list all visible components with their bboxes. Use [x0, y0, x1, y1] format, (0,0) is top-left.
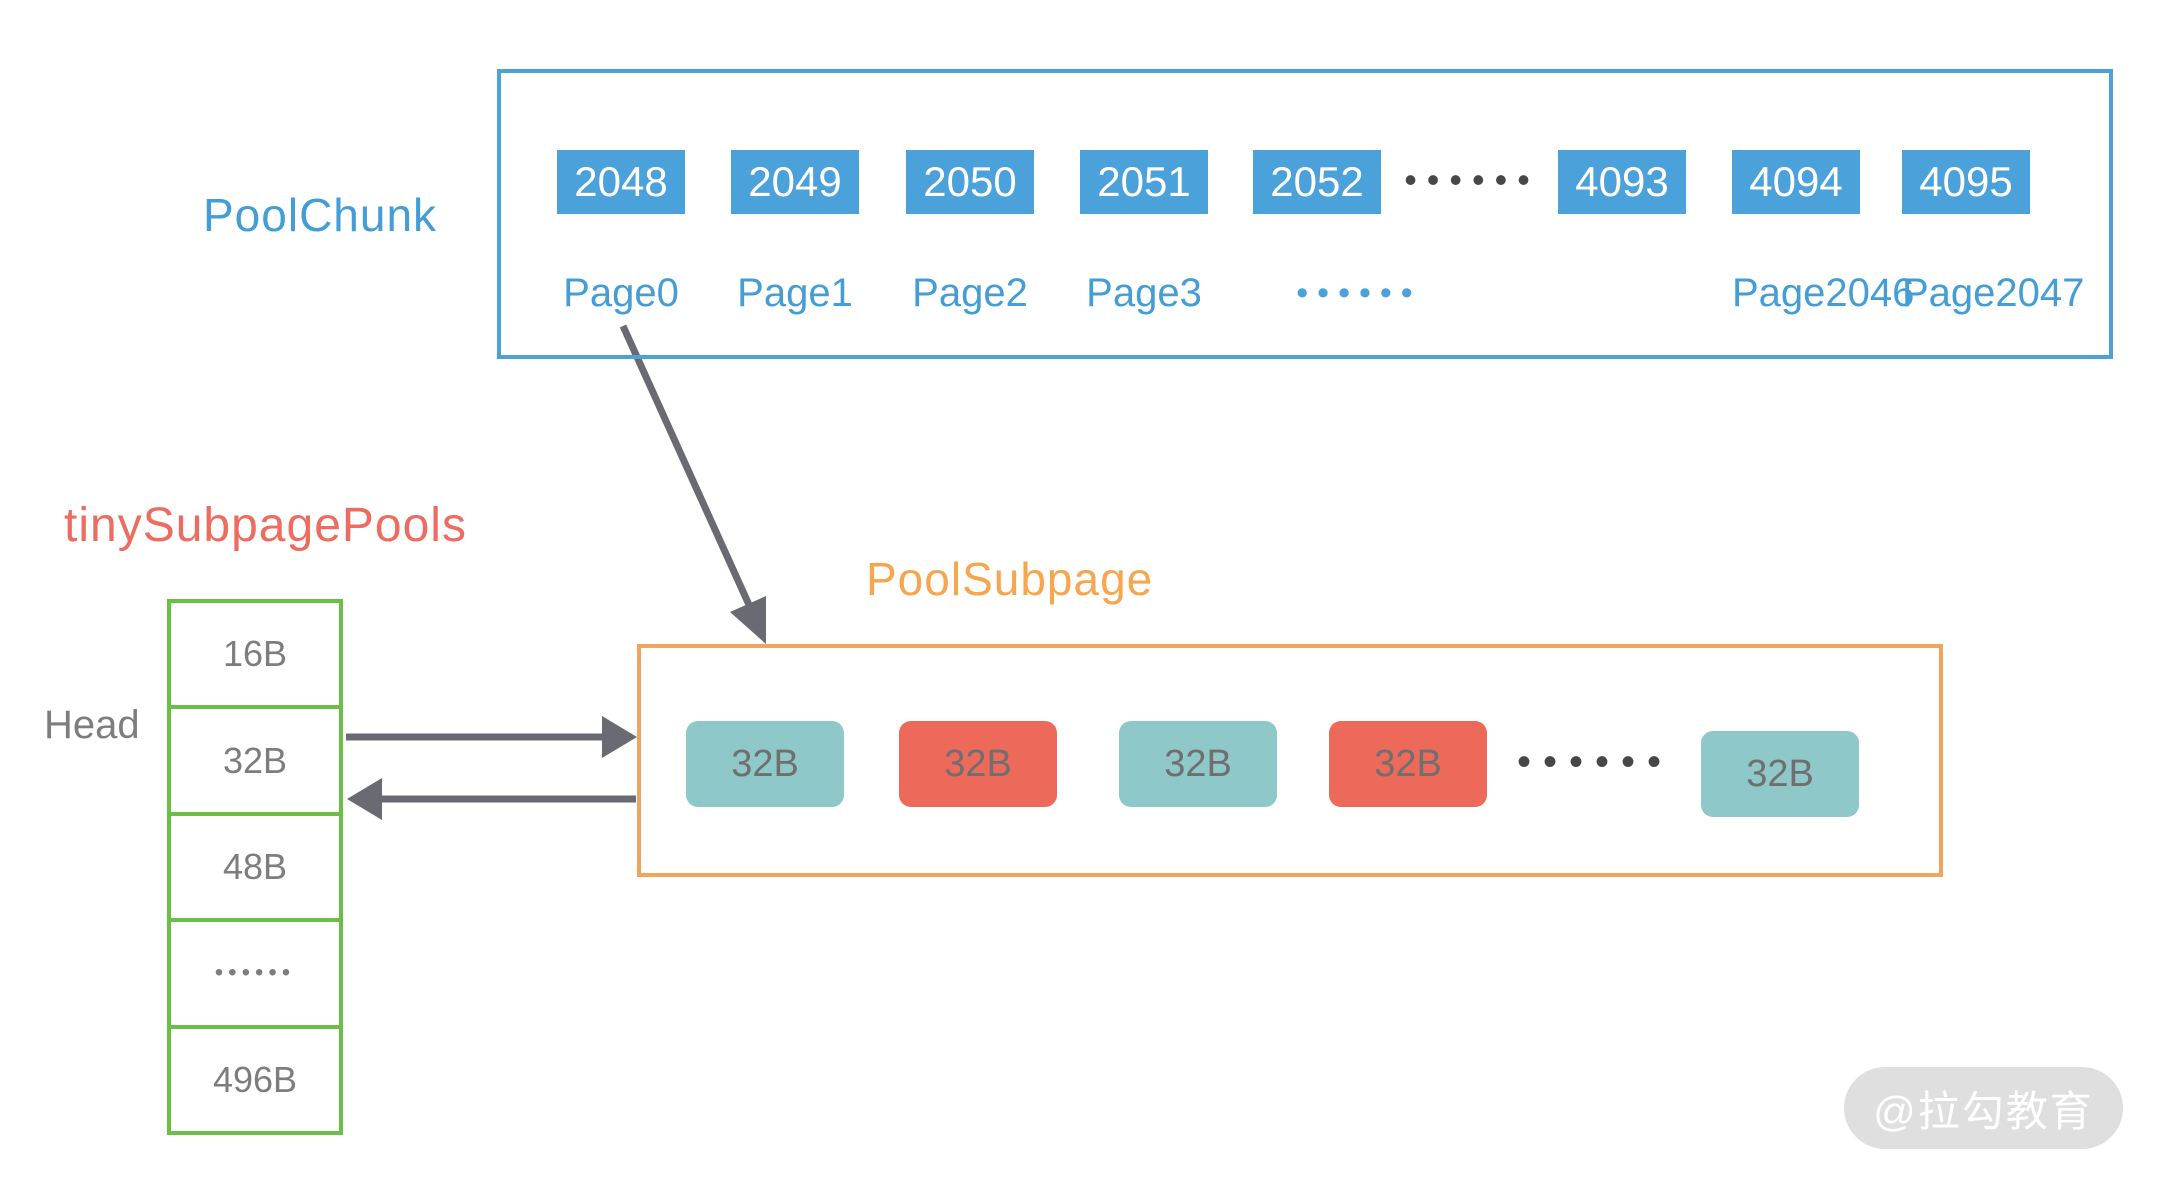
page-number-box: 2049 [731, 150, 859, 214]
arrow-subpage-to-pool [347, 778, 636, 820]
subpage-ellipsis-dots: •••••• [1516, 740, 1674, 784]
pool-row-ellipsis-dots: •••••• [171, 918, 339, 1024]
page-number-box: 2051 [1080, 150, 1208, 214]
head-label: Head [44, 703, 140, 747]
subpage-block-free: 32B [1701, 731, 1859, 817]
chunk-col-page1: 2049 Page1 [731, 150, 859, 316]
subpage-block-allocated: 32B [1329, 721, 1487, 807]
page-label: Page1 [737, 271, 853, 315]
subpage-block-free: 32B [686, 721, 844, 807]
pool-row-32b: 32B [171, 705, 339, 811]
poolchunk-outline [497, 69, 2113, 359]
page-box-ellipsis-dots: •••••• [1404, 159, 1540, 200]
page-number-box: 2050 [906, 150, 1034, 214]
tiny-subpage-pools-title: tinySubpagePools [64, 499, 467, 552]
page-label: Page0 [563, 271, 679, 315]
page-number-box: 4095 [1902, 150, 2030, 214]
page-number-box: 4093 [1558, 150, 1686, 214]
chunk-col-page2046: 4094 Page2046 [1732, 150, 1915, 316]
pool-row-16b: 16B [222, 633, 288, 675]
page-label-ellipsis-dots: •••••• [1296, 274, 1422, 312]
pool-row-496b: 496B [171, 1024, 339, 1131]
subpage-block-allocated: 32B [899, 721, 1057, 807]
chunk-col-page0: 2048 Page0 [557, 150, 685, 316]
chunk-col-page4: 2052 •••••• [1253, 150, 1413, 316]
watermark-badge: @拉勾教育 [1844, 1067, 2123, 1149]
poolchunk-title: PoolChunk [203, 189, 438, 241]
page-label: Page3 [1086, 271, 1202, 315]
poolsubpage-outline [637, 644, 1943, 877]
page-label: Page2046 [1732, 271, 1915, 315]
chunk-col-ellipsis: •••••• [1392, 150, 1552, 214]
subpage-block-free: 32B [1119, 721, 1277, 807]
page-number-box: 2048 [557, 150, 685, 214]
page-label: Page2 [912, 271, 1028, 315]
arrow-pool-to-subpage [346, 716, 637, 758]
pool-row-48b: 48B [171, 811, 339, 918]
chunk-col-page3: 2051 Page3 [1080, 150, 1208, 316]
page-number-box: 2052 [1253, 150, 1381, 214]
page-label: Page2047 [1902, 271, 2085, 315]
chunk-col-page2: 2050 Page2 [906, 150, 1034, 316]
tiny-subpage-pools-table: 16B 32B 48B •••••• 496B [167, 599, 343, 1135]
chunk-col-page4093: 4093 [1558, 150, 1686, 214]
arrow-page0-to-poolsubpage [619, 324, 766, 644]
page-number-box: 4094 [1732, 150, 1860, 214]
chunk-col-page2047: 4095 Page2047 [1902, 150, 2085, 316]
poolsubpage-title: PoolSubpage [866, 553, 1154, 605]
